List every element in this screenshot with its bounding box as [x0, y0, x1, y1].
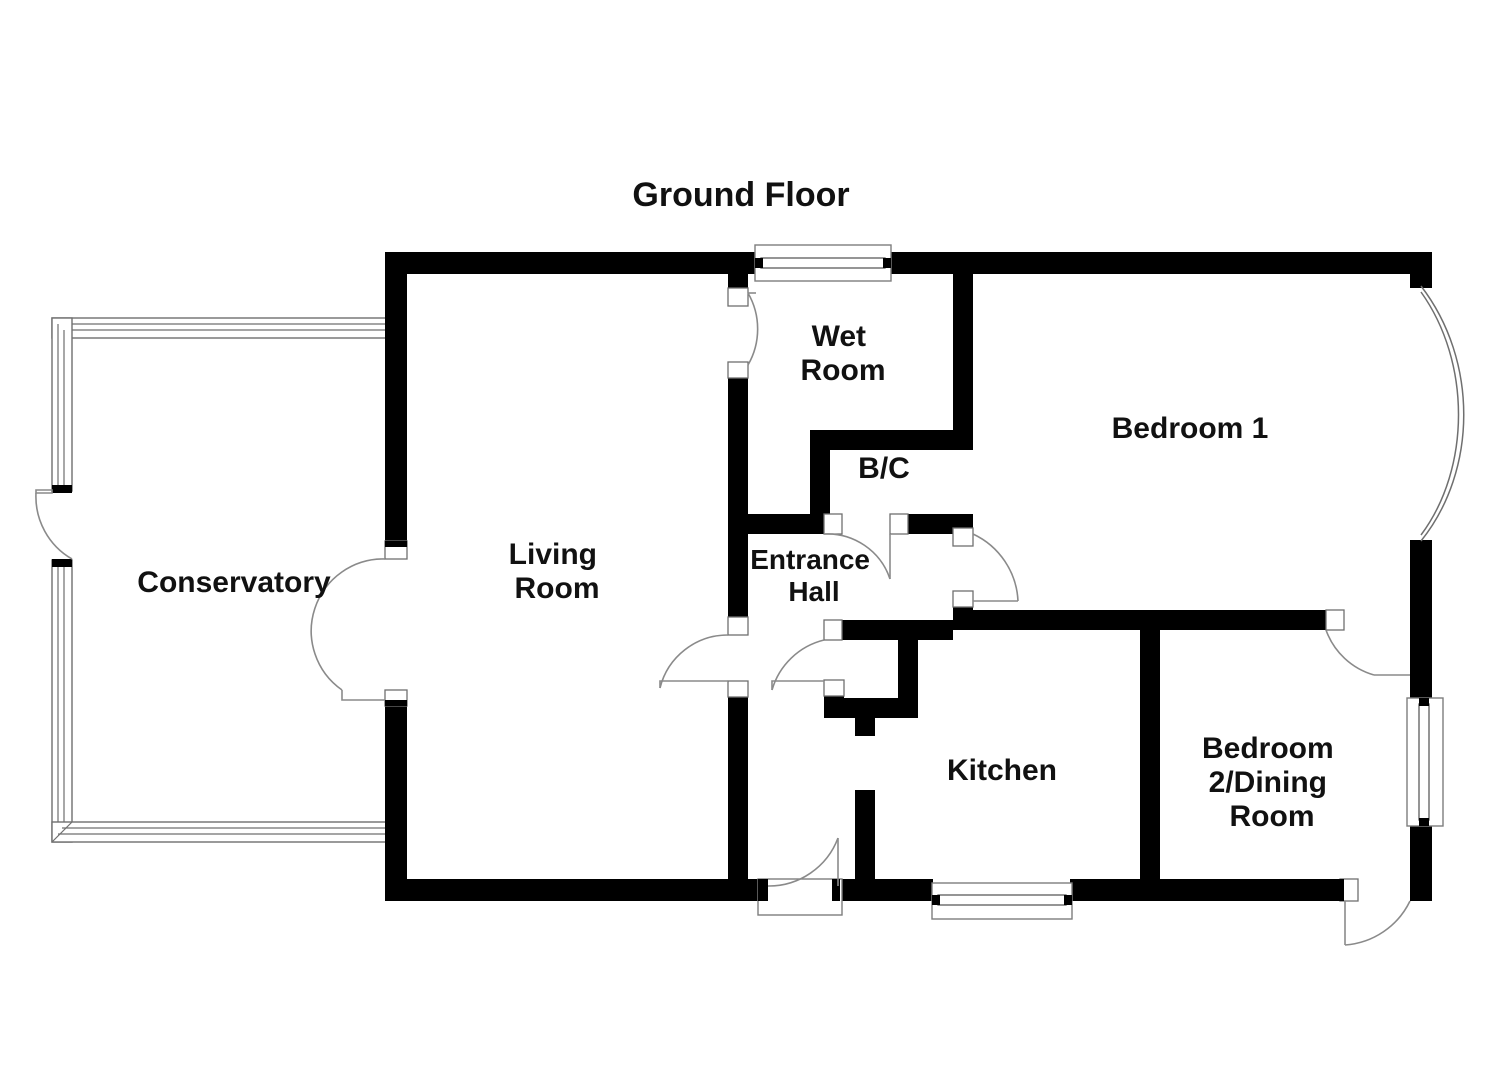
door-conservatory-living-jamb-upper-line	[385, 541, 407, 547]
wall-wetroom-west-upper	[728, 252, 748, 294]
door-kitchen-external-arc	[767, 837, 839, 887]
room-label-boiler-cupboard: B/C	[858, 452, 910, 485]
wall-lobby-east	[898, 620, 918, 718]
room-label-living-room: Living Room	[509, 538, 606, 605]
door-bedroom2-top-jamb-left	[1325, 609, 1345, 631]
wall-hall-west-upper	[728, 523, 748, 623]
window-bottom-jamb-left	[932, 895, 940, 905]
door-kitchen-external-threshold	[757, 878, 843, 916]
wall-lobby-south	[824, 698, 918, 718]
wall-wetroom-east	[953, 252, 973, 432]
conservatory-bottom-glass-wall	[51, 821, 398, 843]
door-living-hall-arc	[659, 634, 729, 689]
door-conservatory-living-leaf	[341, 690, 385, 701]
door-living-wetroom-jamb-top	[727, 287, 749, 307]
room-label-bedroom-1: Bedroom 1	[1112, 412, 1269, 445]
door-boiler-cupboard-arc	[823, 533, 891, 580]
door-swings	[310, 292, 1411, 946]
door-living-wetroom-jamb-bottom	[727, 361, 749, 379]
door-living-hall-jamb-bottom	[727, 680, 749, 698]
window-top-jamb-right	[883, 258, 891, 268]
door-bedroom2-top-arc	[1325, 629, 1375, 676]
room-label-entrance-hall: Entrance Hall	[750, 544, 878, 607]
door-hall-bedroom1-arc	[972, 533, 1019, 602]
room-label-bedroom-2-dining-room: Bedroom 2/Dining Room	[1202, 732, 1342, 833]
door-conservatory-living-jamb-lower-line	[385, 700, 407, 706]
door-conservatory-external-leaf	[35, 489, 53, 494]
wall-kitchen-north	[838, 620, 953, 640]
bow-window-inner-curve	[1420, 291, 1460, 536]
outer-wall-top-left	[385, 252, 757, 274]
door-hall-kitchen-leaf	[771, 680, 824, 690]
door-hall-bedroom1-jamb-top	[952, 527, 974, 547]
internal-walls	[727, 252, 1345, 901]
door-kitchen-external-jamb-left	[758, 879, 768, 901]
window-right-jamb-top	[1419, 698, 1429, 706]
wall-hall-north-left	[728, 514, 830, 534]
door-bedroom2-external-jamb-line	[1336, 879, 1344, 901]
room-label-kitchen: Kitchen	[947, 754, 1057, 787]
door-bedroom2-external-arc	[1344, 900, 1411, 946]
room-labels: Conservatory Living Room Wet Room B/C En…	[137, 320, 1342, 833]
door-kitchen-external-jamb-right	[832, 879, 840, 901]
window-top-jamb-left	[755, 258, 763, 268]
outer-wall-left-lower	[385, 694, 407, 901]
window-right-pane	[1418, 703, 1430, 821]
window-bottom-pane	[937, 894, 1067, 906]
door-living-hall-jamb-top	[727, 616, 749, 636]
conservatory-bottom-left-mitre	[51, 821, 73, 843]
window-top-living	[754, 244, 892, 282]
window-top-pane	[760, 257, 886, 269]
door-conservatory-external-arc	[35, 492, 73, 560]
conservatory-left-door-jamb-bottom	[52, 559, 72, 567]
wall-boiler-cupboard-left	[810, 430, 830, 523]
outer-wall-right-top-stub	[1410, 252, 1432, 288]
door-boiler-cupboard-jamb-right	[889, 513, 909, 535]
door-living-hall-leaf	[659, 680, 728, 688]
outer-wall-right-mid	[1410, 540, 1432, 698]
outer-wall-left-upper	[385, 252, 407, 559]
door-hall-kitchen-arc	[771, 639, 825, 691]
door-conservatory-living-arc	[310, 558, 386, 691]
room-label-wet-room: Wet Room	[801, 320, 886, 387]
door-hall-bedroom1-jamb-bottom	[952, 590, 974, 608]
window-bottom-kitchen	[931, 882, 1073, 920]
conservatory-left-glass-wall-lower	[51, 559, 73, 843]
outer-wall-bottom-right	[1070, 879, 1340, 901]
conservatory-left-door-jamb-top	[52, 485, 72, 493]
outer-wall-bottom-left	[385, 879, 760, 901]
window-bottom-jamb-right	[1064, 895, 1072, 905]
outer-wall-bottom-mid	[838, 879, 933, 901]
wall-kitchen-west-lower	[855, 790, 875, 901]
wall-boiler-cupboard-top	[810, 430, 973, 450]
bow-window-bedroom1	[1420, 285, 1465, 542]
outer-wall-top-right	[889, 252, 1423, 274]
building-outer-walls	[384, 252, 1432, 901]
conservatory-top-glass-wall	[51, 317, 398, 339]
window-right-jamb-bottom	[1419, 818, 1429, 826]
wall-lobby-nib	[855, 718, 875, 736]
room-label-conservatory: Conservatory	[137, 566, 331, 599]
bow-window-outer-curve	[1420, 285, 1465, 542]
wall-kitchen-bedroom2-divider	[1140, 610, 1160, 901]
page-title: Ground Floor	[632, 176, 849, 214]
door-boiler-cupboard-jamb-left	[823, 513, 843, 535]
window-right-bedroom2	[1406, 697, 1444, 827]
wall-hall-west-lower	[728, 686, 748, 901]
wall-wetroom-west-lower	[728, 368, 748, 523]
outer-wall-right-lower	[1410, 824, 1432, 901]
door-living-wetroom-arc	[747, 292, 759, 366]
conservatory-left-glass-wall-upper	[51, 317, 73, 492]
door-hall-kitchen-jamb-bottom	[823, 679, 845, 697]
door-hall-kitchen-jamb-top	[823, 619, 843, 641]
